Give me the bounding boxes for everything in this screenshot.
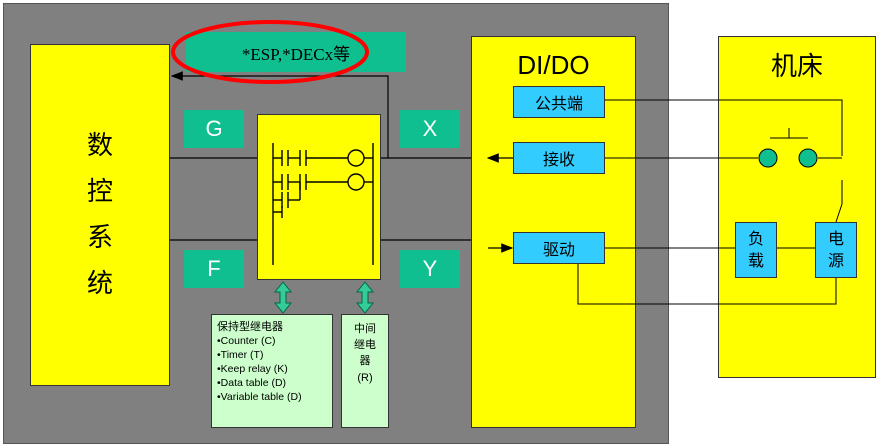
x-input-to-cnc-line xyxy=(170,71,389,159)
cnc-char-1: 数 xyxy=(86,131,113,161)
annotation-box: *ESP,*DECx等 xyxy=(186,32,406,72)
mid-relay-line-1: 中间 xyxy=(354,323,376,335)
relay-item-counter: •Counter (C) xyxy=(217,335,276,347)
cnc-char-3: 系 xyxy=(86,223,113,253)
relay-item-variable-table: •Variable table (D) xyxy=(217,391,302,403)
mid-relay-line-3: 器 xyxy=(359,355,371,367)
power-box: 电 源 xyxy=(815,222,857,278)
relay-link-arrow-1 xyxy=(273,281,293,314)
relay-item-data-table: •Data table (D) xyxy=(217,377,287,389)
pmc-ladder-box xyxy=(257,114,381,280)
load-box: 负 载 xyxy=(735,222,777,278)
signal-g-label: G xyxy=(184,110,244,148)
relay-item-keep-relay: •Keep relay (K) xyxy=(217,363,288,375)
cnc-system-box: 数 控 系 统 xyxy=(30,44,170,386)
relay-item-timer: •Timer (T) xyxy=(217,349,264,361)
signal-x-label: X xyxy=(400,110,460,148)
load-char-2: 载 xyxy=(747,251,764,270)
machine-tool-box xyxy=(718,36,876,378)
signal-y-label: Y xyxy=(400,250,460,288)
drive-box: 驱动 xyxy=(513,232,605,264)
common-terminal-box: 公共端 xyxy=(513,86,605,118)
cnc-char-4: 统 xyxy=(86,269,113,299)
power-char-2: 源 xyxy=(827,251,844,270)
mid-relay-line-2: 继电 xyxy=(354,339,376,351)
relay-box-title: 保持型继电器 xyxy=(217,320,283,333)
machine-wiring xyxy=(577,99,843,305)
mid-relay-line-4: (R) xyxy=(357,372,373,384)
ladder-diagram xyxy=(272,143,374,265)
dido-title: DI/DO xyxy=(517,50,590,80)
intermediate-relay-box: 中间 继电 器 (R) xyxy=(341,314,389,428)
signal-f-label: F xyxy=(184,250,244,288)
annotation-text: *ESP,*DECx等 xyxy=(241,44,351,64)
load-char-1: 负 xyxy=(747,229,764,248)
machine-title: 机床 xyxy=(770,52,823,82)
cnc-char-2: 控 xyxy=(86,177,113,207)
switch-contacts xyxy=(758,148,818,168)
relay-link-arrow-2 xyxy=(355,281,375,314)
annotation-highlight-ellipse xyxy=(171,20,369,84)
retentive-relay-box: 保持型继电器 •Counter (C) •Timer (T) •Keep rel… xyxy=(211,314,333,428)
power-char-1: 电 xyxy=(827,229,844,248)
receive-box: 接收 xyxy=(513,142,605,174)
